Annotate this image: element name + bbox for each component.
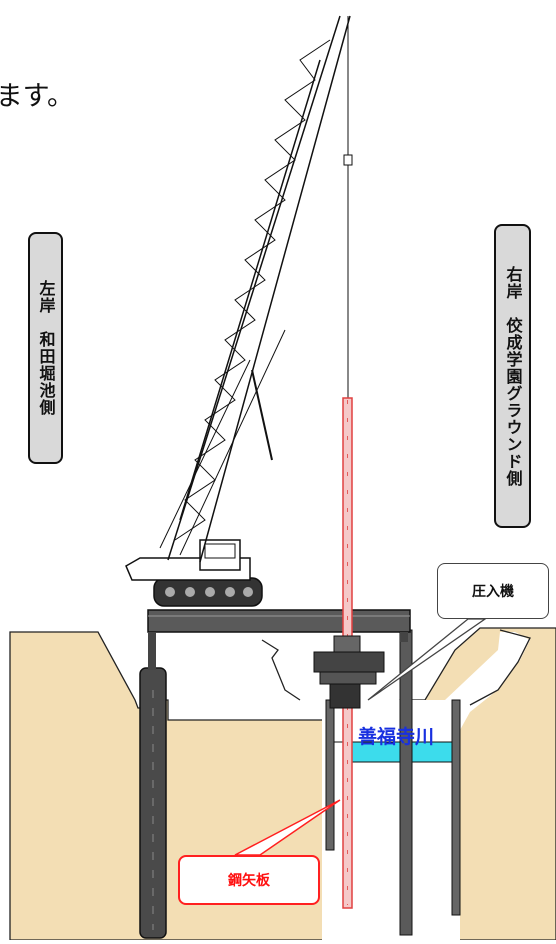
press-machine-callout-pointer [367,618,488,701]
press-machine-callout: 圧入機 [437,563,549,619]
crane-boom [159,15,351,563]
left-bank-label: 左岸 和田堀池側 [28,232,63,464]
top-text: ます。 [0,81,74,112]
crane-cab [199,539,241,571]
top-text-fragment: ます。 [0,74,80,114]
river-label: 善福寺川 [358,726,435,748]
existing-sheet-pile-right [451,699,461,916]
right-bank-label: 右岸 佼成学園グラウンド側 [494,224,531,528]
work-platform [147,609,411,633]
existing-sheet-pile-left [325,699,335,851]
press-machine [313,635,385,709]
steel-sheet-pile-callout: 鋼矢板 [178,855,320,905]
